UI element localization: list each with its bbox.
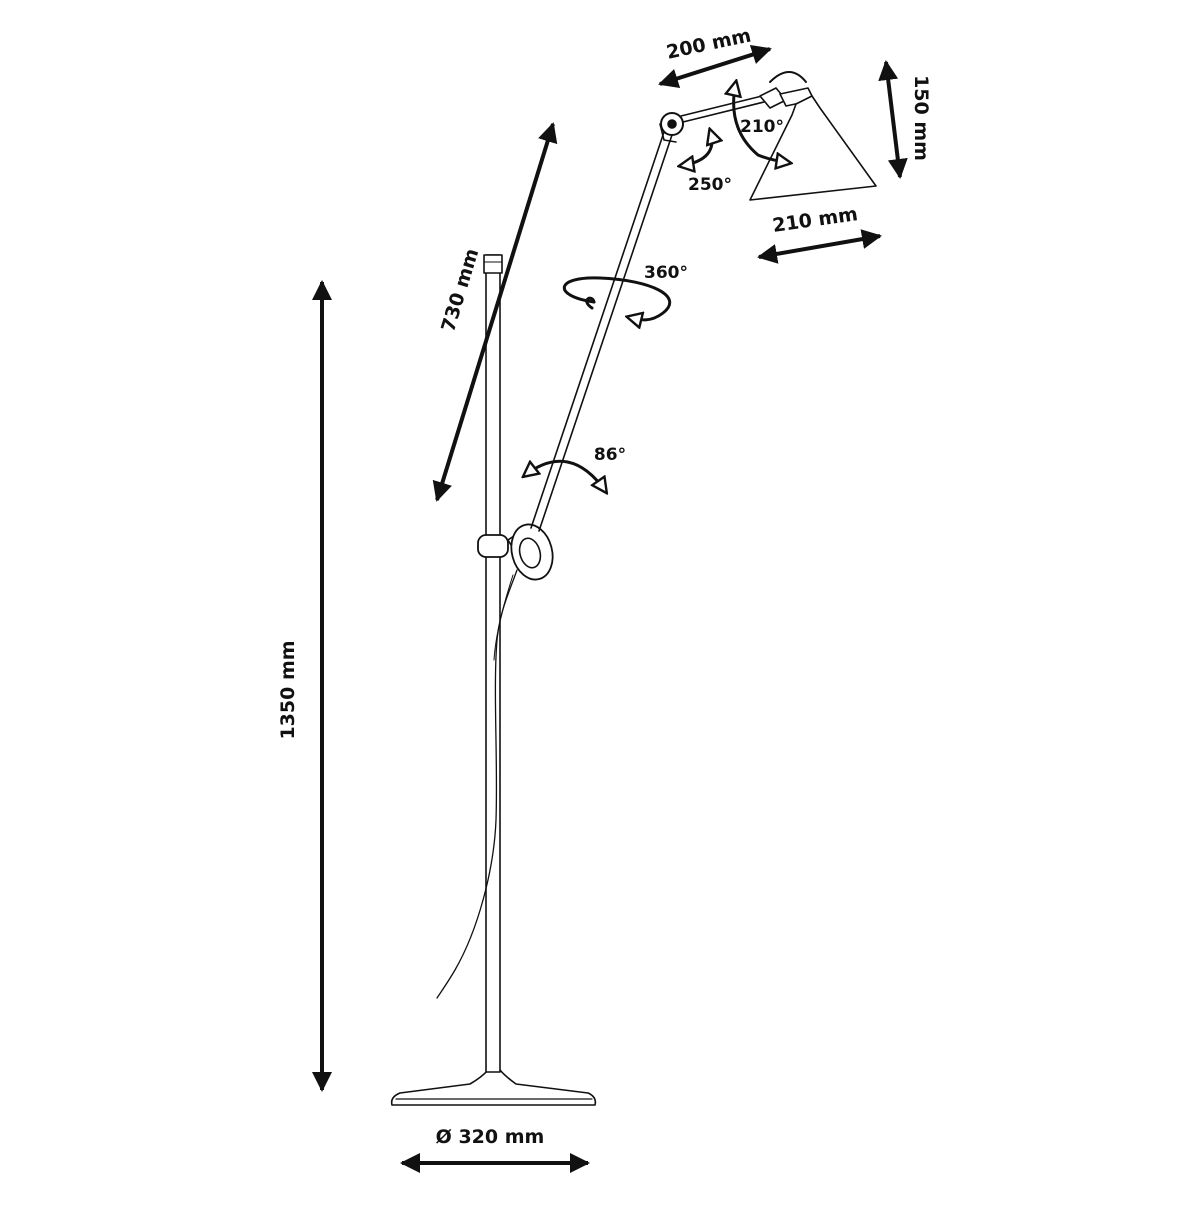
rotation-arrows [524, 82, 790, 492]
shade-tilt-arrow [734, 82, 790, 163]
power-cable [436, 569, 518, 999]
height-label: 1350 mm [277, 640, 299, 739]
labels: 1350 mm Ø 320 mm 730 mm 200 mm 150 mm 21… [277, 24, 932, 1148]
main-arm [530, 131, 673, 532]
arm-length-label: 730 mm [437, 246, 483, 335]
shade-height-label: 150 mm [910, 75, 932, 161]
arm-tilt-arrow [524, 461, 606, 492]
arm-rotation-angle-label: 360° [644, 263, 688, 283]
shade-tilt-angle-label: 210° [740, 117, 784, 137]
arm-rotation-arrow [562, 276, 672, 320]
shade-width-dimension-line [757, 229, 882, 264]
lamp-base [390, 1069, 597, 1106]
upper-arm-dimension-line [658, 44, 772, 89]
arm-dimension-line [432, 122, 558, 502]
pole-clamp [477, 534, 509, 558]
dimension-lines [312, 44, 908, 1173]
shade-height-dimension-line [878, 60, 908, 179]
base-diameter-label: Ø 320 mm [436, 1126, 545, 1148]
stand-pole [483, 254, 503, 1073]
lower-pivot [507, 523, 554, 581]
lamp-shade [749, 95, 877, 201]
head-joint-arrow [680, 130, 712, 166]
shade-width-label: 210 mm [771, 203, 859, 237]
arm-tilt-angle-label: 86° [594, 445, 626, 465]
head-joint-angle-label: 250° [688, 175, 732, 195]
